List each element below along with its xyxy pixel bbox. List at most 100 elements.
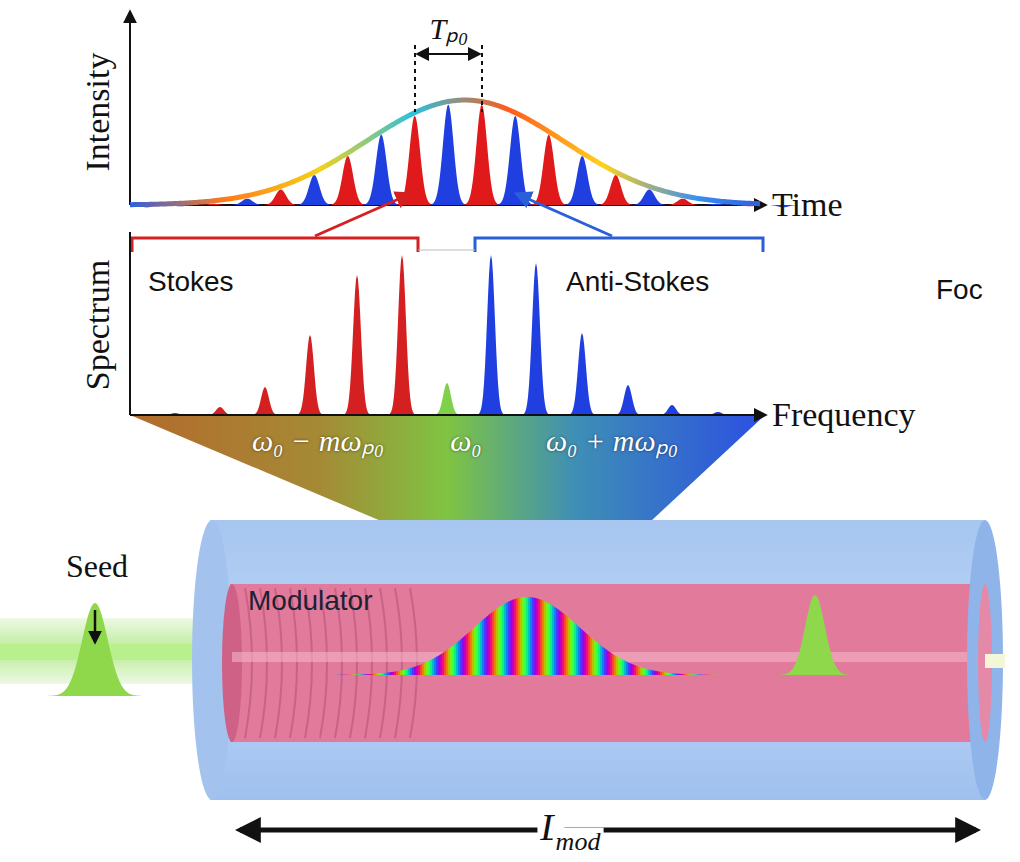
stokes-bracket bbox=[132, 238, 418, 252]
modulator-cylinder: Modulator bbox=[210, 520, 985, 800]
wave-stripe bbox=[638, 590, 640, 680]
cropped-label: Foc bbox=[936, 275, 983, 306]
wave-stripe bbox=[656, 590, 658, 680]
wave-stripe bbox=[474, 590, 476, 680]
wave-stripe bbox=[494, 590, 496, 680]
wave-stripe bbox=[698, 590, 700, 680]
wave-stripe bbox=[636, 590, 638, 680]
wave-stripe bbox=[674, 590, 676, 680]
pulse-peak bbox=[460, 104, 504, 205]
wave-stripe bbox=[486, 590, 488, 680]
wave-stripe bbox=[490, 590, 492, 680]
wave-stripe bbox=[658, 590, 660, 680]
wave-stripe bbox=[584, 590, 586, 680]
wave-stripe bbox=[646, 590, 648, 680]
wave-stripe bbox=[508, 590, 510, 680]
wave-stripe bbox=[414, 590, 416, 680]
seed-label: Seed bbox=[66, 549, 128, 584]
spectral-line bbox=[612, 385, 644, 415]
wave-stripe bbox=[620, 590, 622, 680]
wave-stripe bbox=[476, 590, 478, 680]
wave-stripe bbox=[406, 590, 408, 680]
wave-stripe bbox=[702, 590, 704, 680]
wave-stripe bbox=[398, 590, 400, 680]
wave-stripe bbox=[546, 590, 548, 680]
wave-stripe bbox=[544, 590, 546, 680]
wave-stripe bbox=[504, 590, 506, 680]
anti-stokes-bracket bbox=[475, 238, 763, 252]
wave-stripe bbox=[562, 590, 564, 680]
wave-stripe bbox=[464, 590, 466, 680]
wave-stripe bbox=[614, 590, 616, 680]
spectral-line bbox=[520, 263, 552, 415]
pulse-peak bbox=[393, 116, 437, 205]
wave-stripe bbox=[496, 590, 498, 680]
wave-stripe bbox=[668, 590, 670, 680]
wave-stripe bbox=[708, 590, 710, 680]
wave-stripe bbox=[580, 590, 582, 680]
wave-stripe bbox=[432, 590, 434, 680]
wave-stripe bbox=[510, 590, 512, 680]
wave-stripe bbox=[598, 590, 600, 680]
wave-stripe bbox=[466, 590, 468, 680]
wave-stripe bbox=[600, 590, 602, 680]
wave-stripe bbox=[664, 590, 666, 680]
wave-stripe bbox=[520, 590, 522, 680]
wave-stripe bbox=[422, 590, 424, 680]
wave-stripe bbox=[694, 590, 696, 680]
wave-stripe bbox=[692, 590, 694, 680]
frequency-label: ω₀ bbox=[450, 424, 482, 457]
wave-stripe bbox=[716, 590, 718, 680]
wave-stripe bbox=[502, 590, 504, 680]
wave-stripe bbox=[404, 590, 406, 680]
frequency-label: ω₀ − mωₚ₀ bbox=[252, 424, 384, 457]
wave-stripe bbox=[720, 590, 722, 680]
wave-stripe bbox=[754, 590, 756, 680]
wave-stripe bbox=[556, 590, 558, 680]
band-label: Stokes bbox=[148, 267, 234, 298]
wave-stripe bbox=[388, 590, 390, 680]
wave-stripe bbox=[690, 590, 692, 680]
wave-stripe bbox=[628, 590, 630, 680]
axis-title: Time bbox=[772, 186, 843, 223]
length-subscript: mod bbox=[553, 828, 604, 857]
wave-stripe bbox=[514, 590, 516, 680]
wave-stripe bbox=[576, 590, 578, 680]
wave-stripe bbox=[448, 590, 450, 680]
length-arrow bbox=[240, 828, 976, 833]
wave-stripe bbox=[390, 590, 392, 680]
seed-pulse bbox=[45, 603, 145, 696]
wave-stripe bbox=[512, 590, 514, 680]
wave-stripe bbox=[712, 590, 714, 680]
axis-title: Intensity bbox=[79, 53, 116, 172]
wave-stripe bbox=[570, 590, 572, 680]
wave-stripe bbox=[400, 590, 402, 680]
wave-stripe bbox=[380, 590, 382, 680]
wave-stripe bbox=[558, 590, 560, 680]
wave-stripe bbox=[672, 590, 674, 680]
wave-stripe bbox=[578, 590, 580, 680]
wave-stripe bbox=[746, 590, 748, 680]
wave-stripe bbox=[640, 590, 642, 680]
wave-stripe bbox=[574, 590, 576, 680]
wave-stripe bbox=[492, 590, 494, 680]
wave-stripe bbox=[582, 590, 584, 680]
wave-stripe bbox=[444, 590, 446, 680]
wake-stripe bbox=[410, 588, 417, 738]
wave-stripe bbox=[606, 590, 608, 680]
wave-stripe bbox=[650, 590, 652, 680]
spectral-line bbox=[656, 405, 688, 415]
wave-stripe bbox=[452, 590, 454, 680]
plasma-left-end bbox=[222, 584, 242, 742]
spectrum-top-rule bbox=[418, 250, 475, 251]
wave-stripe bbox=[484, 590, 486, 680]
wave-stripe bbox=[704, 590, 706, 680]
wave-stripe bbox=[528, 590, 530, 680]
wave-stripe bbox=[396, 590, 398, 680]
wave-stripe bbox=[518, 590, 520, 680]
wave-stripe bbox=[438, 590, 440, 680]
wave-stripe bbox=[568, 590, 570, 680]
wave-stripe bbox=[540, 590, 542, 680]
period-arrow bbox=[418, 53, 479, 55]
period-dash bbox=[481, 45, 483, 112]
